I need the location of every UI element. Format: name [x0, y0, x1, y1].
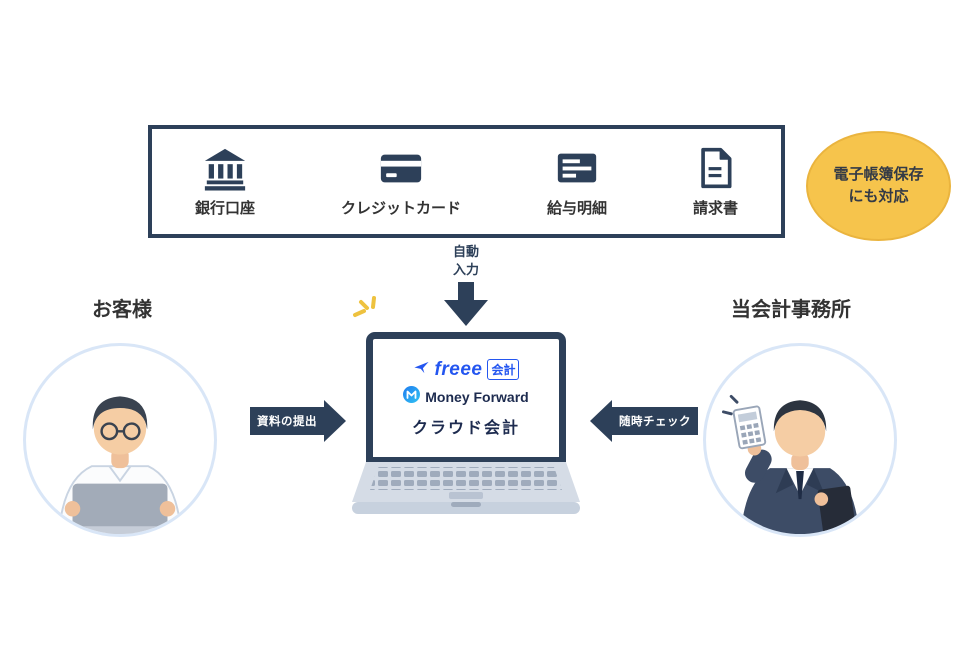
freee-wordmark: freee: [434, 358, 483, 380]
source-item-credit-card: クレジットカード: [341, 145, 461, 218]
customer-title: お客様: [92, 299, 152, 321]
payslip-icon: [552, 145, 602, 191]
source-label-invoice: 請求書: [692, 200, 738, 217]
bank-icon: [202, 145, 248, 191]
check-arrow: 随時チェック: [590, 400, 698, 442]
sparkle-icon: [350, 296, 386, 329]
auto-input-label-line2: 入力: [452, 261, 479, 277]
office-title: 当会計事務所: [731, 299, 851, 321]
down-arrow-head: [444, 300, 488, 327]
invoice-icon: [693, 145, 737, 191]
e-bookkeeping-badge: 電子帳簿保存 にも対応: [806, 131, 951, 241]
freee-bird-icon: [413, 359, 430, 381]
data-sources-box: 銀行口座 クレジットカード 給与明細: [148, 125, 785, 238]
laptop-illustration: freee 会計 Money: [352, 332, 580, 517]
auto-input-label-line1: 自動: [452, 244, 479, 259]
laptop-keyboard: [352, 462, 580, 514]
auto-input-arrow: 自動 入力: [426, 243, 506, 327]
submit-arrow: 資料の提出: [250, 400, 346, 442]
source-item-invoice: 請求書: [693, 145, 738, 218]
moneyforward-logo: Money Forward: [403, 385, 529, 408]
source-label-credit-card: クレジットカード: [340, 200, 461, 217]
badge-line2: にも対応: [848, 188, 909, 205]
check-arrow-head: [590, 400, 612, 442]
credit-card-icon: [376, 145, 426, 191]
moneyforward-icon: [403, 385, 421, 408]
down-arrow-shaft: [458, 282, 474, 301]
laptop-screen: freee 会計 Money: [366, 332, 566, 464]
source-item-payslip: 給与明細: [547, 145, 607, 218]
freee-logo: freee 会計: [413, 359, 520, 381]
auto-input-label: 自動 入力: [426, 243, 506, 278]
source-label-payslip: 給与明細: [546, 200, 607, 217]
accountant-illustration: [703, 343, 897, 537]
customer-illustration: [23, 343, 217, 537]
check-arrow-label: 随時チェック: [612, 407, 698, 435]
moneyforward-wordmark: Money Forward: [425, 388, 529, 405]
badge-line1: 電子帳簿保存: [833, 165, 924, 183]
submit-arrow-head: [324, 400, 346, 442]
source-label-bank: 銀行口座: [194, 200, 255, 217]
freee-kaikei-label: 会計: [487, 359, 520, 380]
cloud-kaikei-label: クラウド会計: [411, 419, 520, 437]
submit-arrow-label: 資料の提出: [250, 407, 324, 435]
source-item-bank: 銀行口座: [195, 145, 255, 218]
